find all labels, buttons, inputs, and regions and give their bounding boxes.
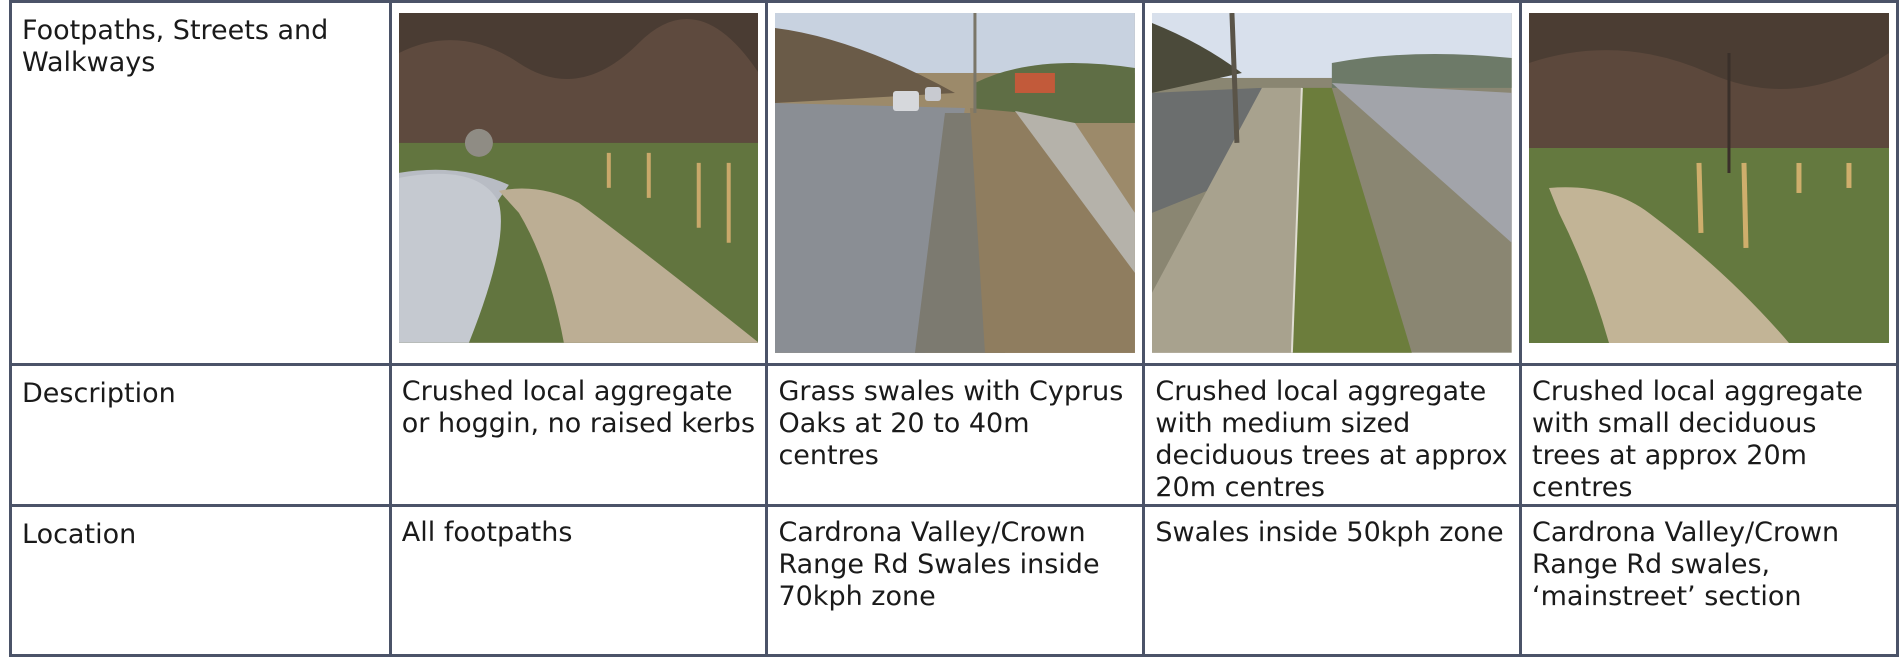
location-cell-1: All footpaths	[388, 503, 769, 657]
description-text: Crushed local aggregate with medium size…	[1155, 375, 1508, 503]
header-label-cell: Footpaths, Streets and Walkways	[9, 0, 392, 366]
location-cell-4: Cardrona Valley/Crown Range Rd swales, ‘…	[1519, 503, 1899, 657]
description-cell-2: Grass swales with Cyprus Oaks at 20 to 4…	[765, 362, 1146, 507]
grass-swale-photo	[775, 13, 1136, 353]
photo-cell-1	[388, 0, 769, 366]
photo-cell-4	[1519, 0, 1899, 366]
description-row: Description Crushed local aggregate or h…	[9, 362, 1899, 507]
location-row: Location All footpaths Cardrona Valley/C…	[9, 503, 1899, 657]
streetscape-table: Footpaths, Streets and Walkways	[9, 0, 1899, 657]
location-text: All footpaths	[401, 516, 573, 548]
location-cell-2: Cardrona Valley/Crown Range Rd Swales in…	[765, 503, 1146, 657]
description-label: Description	[22, 377, 176, 409]
photo-cell-3	[1142, 0, 1523, 366]
aggregate-swale-photo	[1152, 13, 1513, 353]
footpath-photo	[398, 13, 759, 343]
description-label-cell: Description	[9, 362, 392, 507]
location-label-cell: Location	[9, 503, 392, 657]
photo-cell-2	[765, 0, 1146, 366]
location-text: Swales inside 50kph zone	[1155, 516, 1504, 548]
description-text: Grass swales with Cyprus Oaks at 20 to 4…	[778, 375, 1124, 471]
description-text: Crushed local aggregate or hoggin, no ra…	[401, 375, 756, 439]
location-text: Cardrona Valley/Crown Range Rd swales, ‘…	[1532, 516, 1840, 612]
location-cell-3: Swales inside 50kph zone	[1142, 503, 1523, 657]
footpath-trees-photo	[1529, 13, 1889, 343]
description-cell-1: Crushed local aggregate or hoggin, no ra…	[388, 362, 769, 507]
description-cell-4: Crushed local aggregate with small decid…	[1519, 362, 1899, 507]
location-text: Cardrona Valley/Crown Range Rd Swales in…	[778, 516, 1100, 612]
description-text: Crushed local aggregate with small decid…	[1532, 375, 1863, 503]
location-label: Location	[22, 518, 137, 550]
description-cell-3: Crushed local aggregate with medium size…	[1142, 362, 1523, 507]
photo-row: Footpaths, Streets and Walkways	[9, 0, 1899, 366]
header-label: Footpaths, Streets and Walkways	[22, 15, 329, 78]
